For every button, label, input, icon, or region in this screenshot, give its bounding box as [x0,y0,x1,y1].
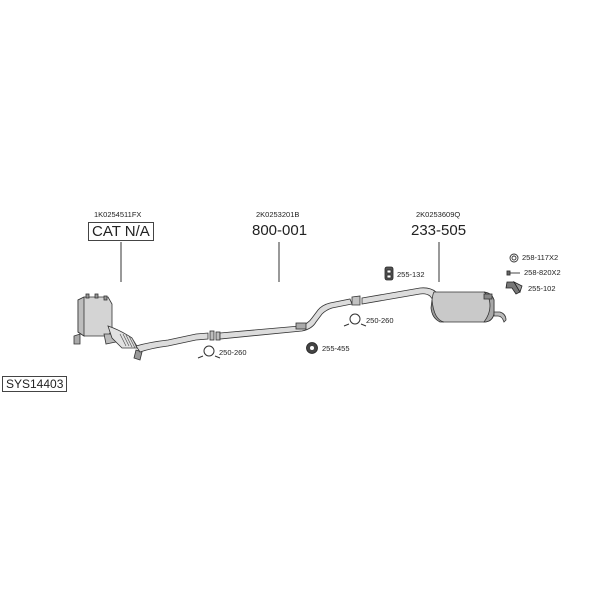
bolt-icon [506,270,520,276]
front-pipe [135,332,209,353]
mount-ring-icon [306,342,318,354]
middle-pipe-ref: 2K0253201B [256,210,300,219]
rubber-hanger-icon [384,266,394,281]
middle-pipe [219,295,361,340]
seal-ring-number: 258-117X2 [522,253,559,262]
catalyst-part [73,293,143,361]
mount-ring-number: 255-455 [322,344,350,353]
clamp-front-number: 250-260 [219,348,247,357]
seal-ring-icon [509,253,519,263]
system-code: SYS14403 [2,376,68,392]
catalyst-part-number: CAT N/A [88,222,154,241]
catalyst-ref: 1K0254511FX [94,210,142,219]
middle-pipe-part-number: 800-001 [252,222,308,239]
rear-pipe [361,287,441,305]
rear-silencer-part-number: 233-505 [411,222,467,239]
bolt-number: 258-820X2 [524,268,561,277]
clamp-front-icon [197,345,221,359]
clamp-mid-icon [343,313,367,327]
bracket-number: 255-102 [528,284,556,293]
front-joint [209,330,221,341]
clamp-mid-number: 250-260 [366,316,394,325]
rear-silencer-part [430,291,507,323]
bracket-icon [505,281,523,295]
rear-silencer-ref: 2K0253609Q [416,210,461,219]
rubber-hanger-number: 255-132 [397,270,425,279]
